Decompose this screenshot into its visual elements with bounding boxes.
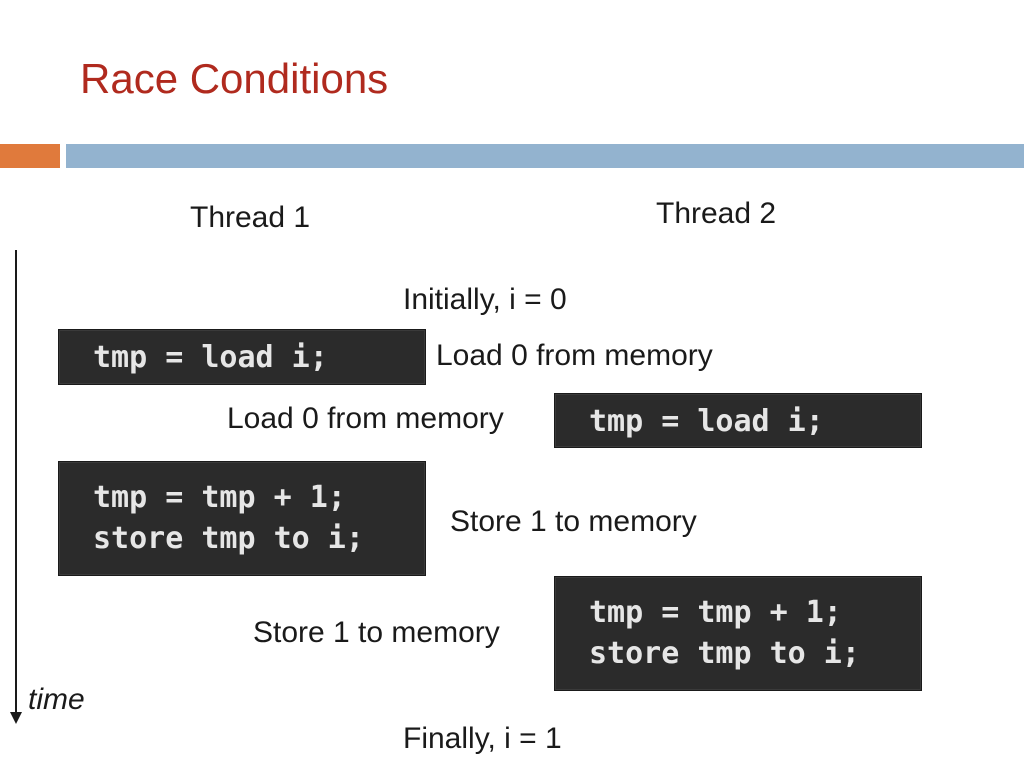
thread-1-increment-store-code-box: tmp = tmp + 1; store tmp to i;	[58, 461, 426, 576]
thread-2-increment-store-code-box: tmp = tmp + 1; store tmp to i;	[554, 576, 922, 691]
thread-2-store-code: store tmp to i;	[589, 636, 860, 671]
slide-title: Race Conditions	[80, 55, 389, 102]
thread-1-store-code: store tmp to i;	[93, 521, 364, 556]
final-value-label: Finally, i = 1	[403, 722, 562, 755]
thread-2-increment-code: tmp = tmp + 1;	[589, 595, 842, 630]
time-axis-line	[15, 250, 17, 712]
thread-2-load-annotation: Load 0 from memory	[436, 339, 713, 372]
accent-bar-blue	[66, 144, 1024, 168]
thread-1-increment-code: tmp = tmp + 1;	[93, 480, 346, 515]
thread-1-store-annotation: Store 1 to memory	[253, 616, 500, 649]
initial-value-label: Initially, i = 0	[403, 283, 567, 316]
thread-2-header: Thread 2	[656, 197, 777, 230]
thread-2-load-code: tmp = load i;	[589, 404, 824, 439]
accent-bar-orange	[0, 144, 60, 168]
thread-1-load-annotation: Load 0 from memory	[227, 402, 504, 435]
time-arrow-icon	[10, 712, 22, 724]
thread-1-load-code-box: tmp = load i;	[58, 329, 426, 385]
thread-2-store-annotation: Store 1 to memory	[450, 505, 697, 538]
thread-1-load-code: tmp = load i;	[93, 340, 328, 375]
time-label: time	[28, 683, 85, 716]
thread-2-load-code-box: tmp = load i;	[554, 393, 922, 448]
thread-1-header: Thread 1	[190, 201, 311, 234]
